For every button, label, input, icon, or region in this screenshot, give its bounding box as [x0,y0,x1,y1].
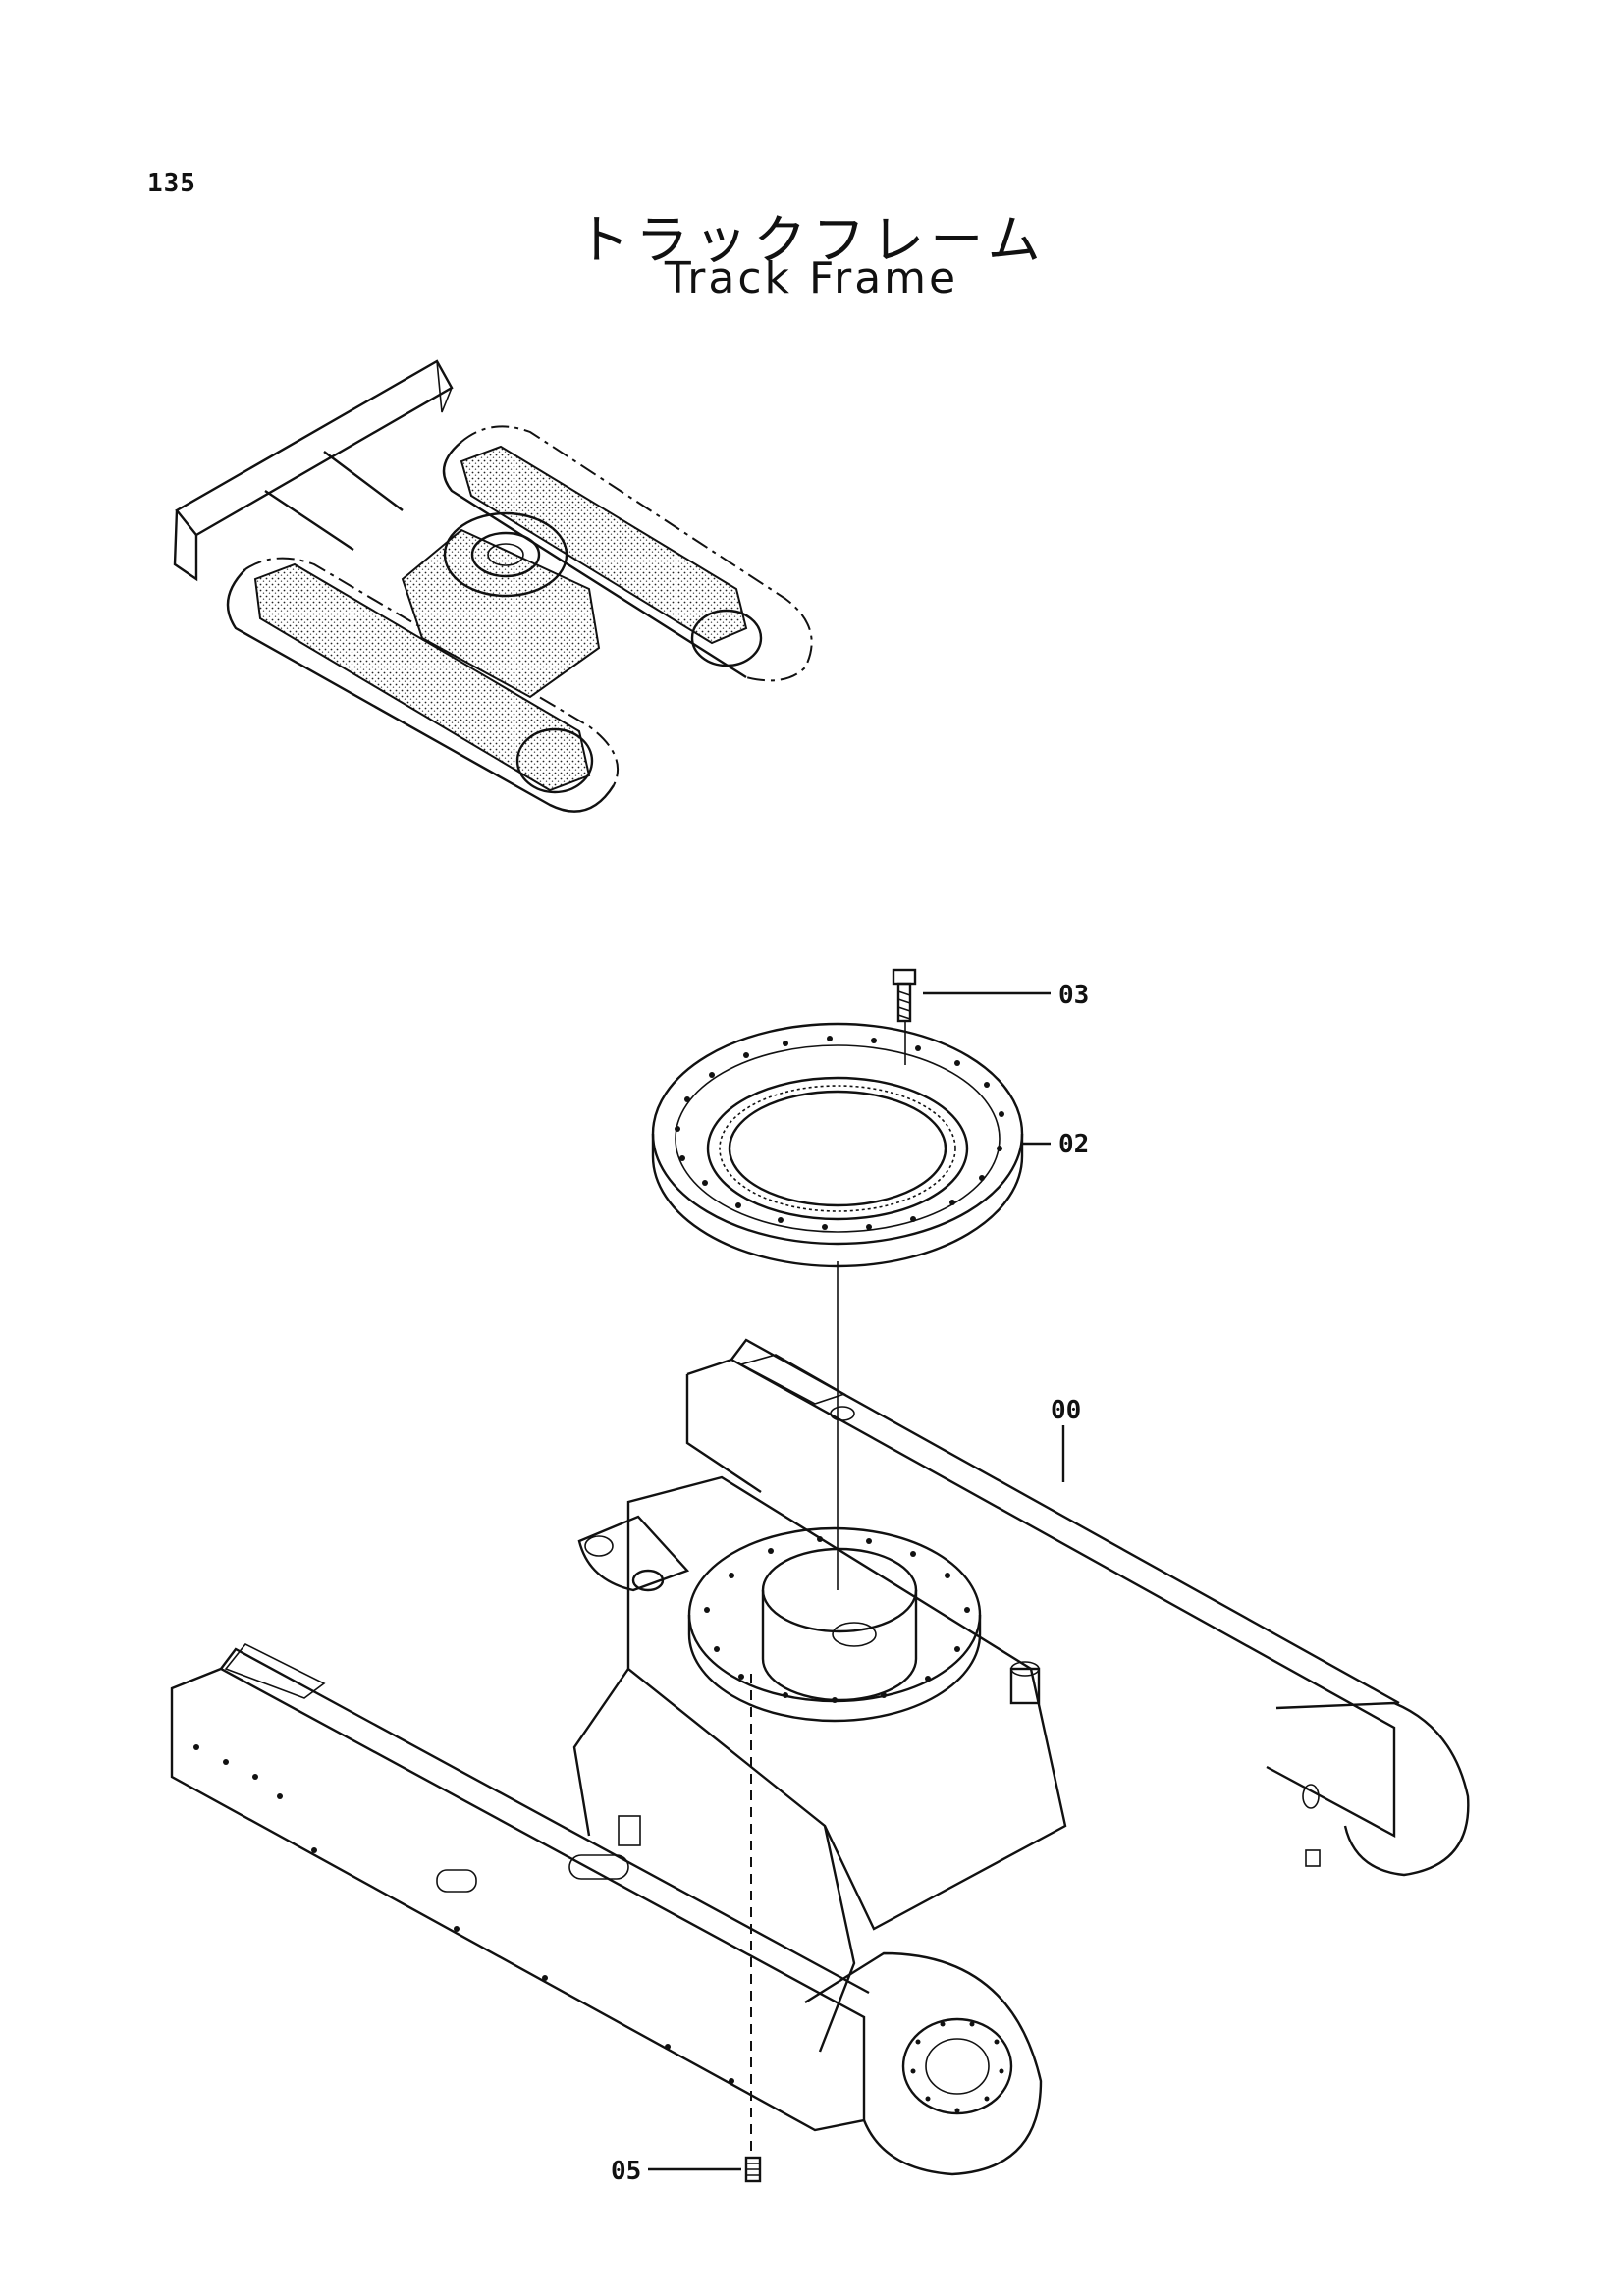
plug-05-illustration [744,2156,762,2183]
callout-00: 00 [1051,1396,1081,1425]
machine-overview-illustration [173,359,813,813]
swing-bearing-02-illustration [651,1022,1024,1268]
page-title-japanese: トラックフレーム [576,209,1047,271]
bolt-03-illustration [892,968,917,1065]
callout-03: 03 [1058,981,1089,1010]
track-frame-00-illustration [170,1338,1470,2176]
page-title-english: Track Frame [664,253,959,303]
callout-02: 02 [1058,1130,1089,1159]
page-number: 135 [147,169,196,198]
callout-05: 05 [611,2157,641,2186]
